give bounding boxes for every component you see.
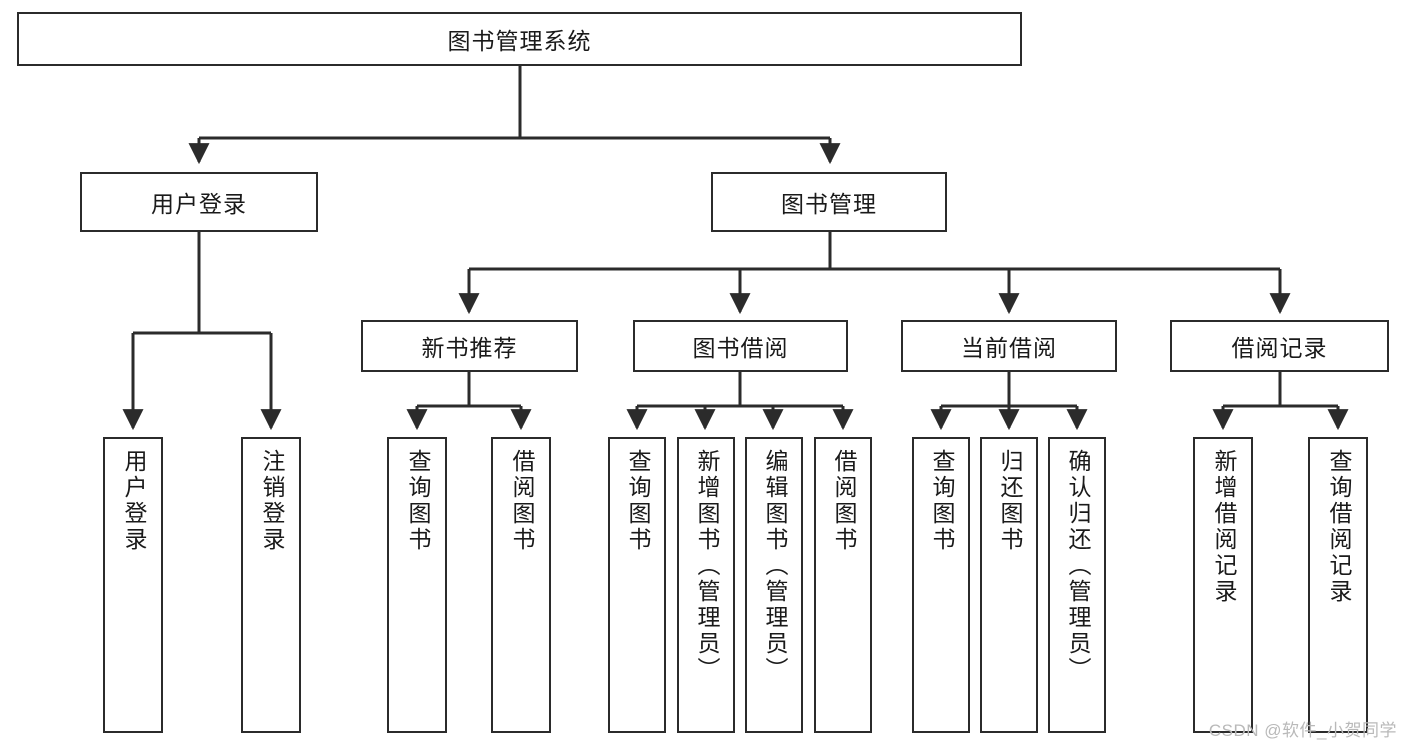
node-user-login[interactable]: 用户登录 [80, 172, 318, 232]
node-label: 编辑图书（管理员） [761, 449, 788, 683]
leaf-confirm-return-admin[interactable]: 确认归还（管理员） [1048, 437, 1106, 733]
node-label: 新书推荐 [421, 335, 518, 361]
node-label: 确认归还（管理员） [1064, 449, 1091, 683]
node-label: 查询图书 [404, 449, 431, 553]
leaf-query-book-recommend[interactable]: 查询图书 [387, 437, 447, 733]
node-label: 新增借阅记录 [1210, 449, 1237, 605]
leaf-logout[interactable]: 注销登录 [241, 437, 301, 733]
leaf-query-borrow-record[interactable]: 查询借阅记录 [1308, 437, 1368, 733]
node-root-book-management-system[interactable]: 图书管理系统 [17, 12, 1022, 66]
leaf-user-login[interactable]: 用户登录 [103, 437, 163, 733]
node-label: 查询图书 [928, 449, 955, 553]
node-label: 归还图书 [996, 449, 1023, 553]
node-label: 查询借阅记录 [1325, 449, 1352, 605]
node-label: 新增图书（管理员） [693, 449, 720, 683]
node-label: 图书管理系统 [447, 28, 592, 54]
node-book-borrow[interactable]: 图书借阅 [633, 320, 848, 372]
leaf-add-borrow-record[interactable]: 新增借阅记录 [1193, 437, 1253, 733]
node-current-borrow[interactable]: 当前借阅 [901, 320, 1117, 372]
node-borrow-record[interactable]: 借阅记录 [1170, 320, 1389, 372]
leaf-query-book-borrow[interactable]: 查询图书 [608, 437, 666, 733]
node-label: 图书管理 [781, 191, 877, 217]
csdn-watermark: CSDN @软件_小贺同学 [1208, 721, 1397, 740]
node-label: 借阅图书 [508, 449, 535, 553]
node-label: 借阅图书 [830, 449, 857, 553]
node-label: 用户登录 [120, 449, 147, 553]
leaf-return-book[interactable]: 归还图书 [980, 437, 1038, 733]
leaf-borrow-book[interactable]: 借阅图书 [814, 437, 872, 733]
node-new-book-recommend[interactable]: 新书推荐 [361, 320, 578, 372]
node-label: 当前借阅 [961, 335, 1057, 361]
leaf-add-book-admin[interactable]: 新增图书（管理员） [677, 437, 735, 733]
node-label: 注销登录 [258, 449, 285, 553]
node-label: 查询图书 [624, 449, 651, 553]
node-label: 图书借阅 [692, 335, 789, 361]
leaf-query-book-current[interactable]: 查询图书 [912, 437, 970, 733]
node-label: 用户登录 [151, 191, 247, 217]
leaf-edit-book-admin[interactable]: 编辑图书（管理员） [745, 437, 803, 733]
leaf-borrow-book-recommend[interactable]: 借阅图书 [491, 437, 551, 733]
node-label: 借阅记录 [1231, 335, 1328, 361]
node-book-management[interactable]: 图书管理 [711, 172, 947, 232]
